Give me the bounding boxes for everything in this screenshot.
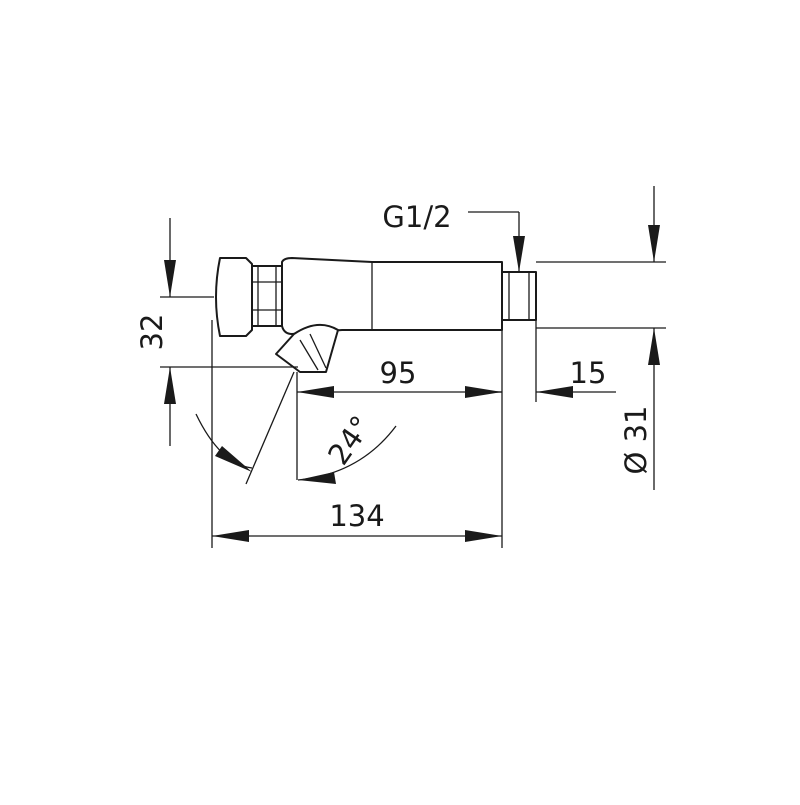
dim-thread-length-label: 15 (570, 356, 607, 390)
dim-total-length-label: 134 (329, 499, 384, 533)
push-button (215, 257, 253, 337)
dimension-thread-length: 15 (486, 356, 616, 398)
dimension-total-length: 134 (212, 499, 502, 542)
tap-body (215, 257, 537, 373)
dim-outlet-label: 95 (380, 356, 417, 390)
dimension-diameter: Ø 31 (619, 186, 660, 490)
main-cylinder (281, 257, 503, 335)
dimension-angle: 24° (195, 409, 397, 484)
thread-inlet (501, 271, 537, 321)
dim-diameter-label: Ø 31 (619, 406, 653, 475)
thread-label: G1/2 (382, 200, 451, 234)
dimension-height: 32 (135, 218, 176, 446)
extension-lines (160, 261, 666, 548)
thread-leader: G1/2 (382, 200, 525, 272)
collar (251, 265, 283, 327)
dim-height-label: 32 (135, 314, 169, 351)
dim-angle-label: 24° (321, 409, 378, 471)
dimension-outlet: 95 (297, 356, 502, 398)
